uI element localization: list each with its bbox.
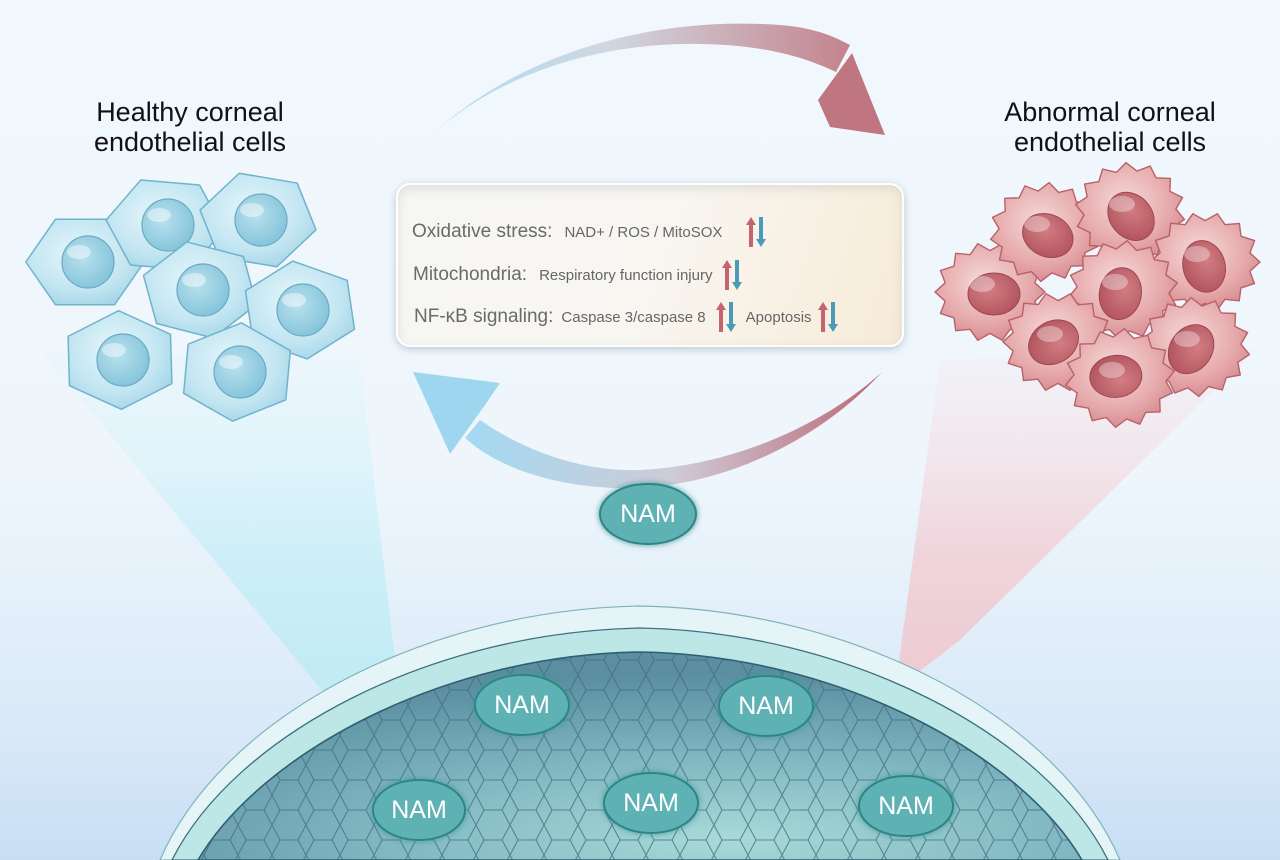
mechanism-row-nfkb-signaling: NF-κB signaling: Caspase 3/caspase 8 Apo… [414,300,840,334]
up-down-arrows-icon [714,300,738,334]
healthy-cell [182,322,292,422]
nucleus [1167,324,1215,375]
nucleus [234,193,288,247]
nucleus [1182,240,1226,293]
nam-badge-cornea-shape [474,674,570,736]
healthy-cell [142,241,258,339]
abnormal-beam [895,350,1255,690]
mechanism-box: Oxidative stress: NAD+ / ROS / MitoSOX M… [396,183,904,347]
healthy-cell [244,260,356,360]
healthy-cell [199,172,317,268]
nucleus [967,272,1021,316]
arrow-abnormal-to-healthy [413,372,882,489]
nam-badge-cornea: NAM [738,691,794,720]
abnormal-cell [1149,212,1261,311]
mechanism-label: NF-κB signaling: [414,306,554,327]
mechanism-extra-detail: Apoptosis [745,308,812,326]
nam-badge-cornea: NAM [623,788,679,817]
nam-badge-cornea-shape [603,772,699,834]
mechanism-detail: NAD+ / ROS / MitoSOX [564,223,723,241]
healthy-title-line1: Healthy corneal [96,97,284,127]
mechanism-detail: Respiratory function injury [539,266,713,284]
up-down-arrows-icon [720,258,744,292]
healthy-cell-cluster [25,172,356,422]
nam-badge-cornea-shape [718,675,814,737]
mechanism-row-mitochondria: Mitochondria: Respiratory function injur… [413,258,744,292]
up-down-arrows-icon [744,215,768,249]
nucleus [61,235,115,289]
nam-badge-cornea: NAM [878,791,934,820]
nam-badge-cornea-shape [858,775,954,837]
mechanism-label: Oxidative stress: [412,221,553,242]
healthy-cell [25,218,145,306]
mechanism-detail: Caspase 3/caspase 8 [561,308,706,326]
abnormal-cells-title: Abnormal corneal endothelial cells [960,97,1260,157]
arrow-healthy-to-abnormal [415,23,885,152]
nucleus [176,263,230,317]
healthy-beam [40,350,395,700]
abnormal-cell-cluster [934,161,1261,428]
mechanism-row-oxidative-stress: Oxidative stress: NAD+ / ROS / MitoSOX [412,215,768,249]
abnormal-cell [1074,161,1186,263]
nucleus [1107,191,1155,241]
nucleus [1028,319,1079,366]
nucleus [1022,213,1074,258]
healthy-cells-title: Healthy corneal endothelial cells [40,97,340,157]
abnormal-cell [1067,239,1179,340]
nam-badge-center: NAM [620,499,676,528]
nam-badge-cornea: NAM [494,690,550,719]
nam-badge-cornea-shape [372,779,466,841]
nucleus [276,283,330,337]
nucleus [1089,354,1143,398]
nam-badge-center-shape [599,483,697,545]
nam-badge-cornea: NAM [391,795,447,824]
healthy-title-line2: endothelial cells [93,127,287,157]
abnormal-title-line1: Abnormal corneal [1004,97,1216,127]
abnormal-cell [1064,328,1176,428]
abnormal-cell [989,181,1101,283]
nucleus [1098,267,1143,320]
healthy-cell [67,309,173,411]
abnormal-title-line2: endothelial cells [1013,127,1207,157]
nucleus [141,198,195,252]
nucleus [213,345,267,399]
up-down-arrows-icon [816,300,840,334]
mechanism-label: Mitochondria: [413,264,528,285]
nucleus [96,333,150,387]
